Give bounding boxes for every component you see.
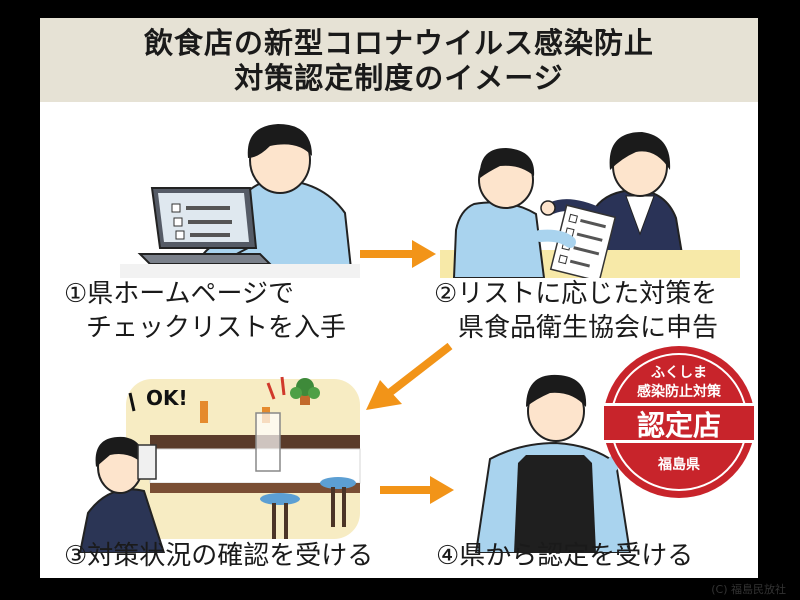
staff-apron	[514, 455, 596, 553]
man-2-shirt	[452, 201, 546, 278]
woman-hair	[609, 132, 671, 170]
copyright-credit: (C) 福島民放社	[711, 583, 786, 596]
seal-text-fukushima: ふくしま	[651, 365, 707, 381]
title-line-2: 対策認定制度のイメージ	[234, 61, 564, 95]
man-2-hair	[479, 148, 535, 178]
scene-4-staff-member	[474, 374, 640, 553]
step-2-caption-line-2: 県食品衛生協会に申告	[458, 313, 719, 343]
diagram-panel: 飲食店の新型コロナウイルス感染防止 対策認定制度のイメージ	[40, 18, 758, 578]
step-1-caption-line-1: ①県ホームページで	[64, 279, 295, 309]
certification-seal: ふくしま 感染防止対策 認定店 福島県	[602, 346, 756, 498]
scene-1-man-with-laptop	[120, 124, 360, 278]
laptop-keyboard	[137, 253, 273, 265]
arrow-step-2-to-3	[366, 342, 453, 410]
inspector-tablet	[137, 444, 157, 480]
seal-text-measures: 感染防止対策	[637, 383, 722, 400]
title-band: 飲食店の新型コロナウイルス感染防止 対策認定制度のイメージ	[40, 18, 758, 102]
scene-3-restaurant-inspection: OK!	[80, 376, 361, 553]
step-1-caption-line-2: チェックリストを入手	[86, 313, 347, 343]
arrow-step-3-to-4	[380, 476, 454, 504]
arrow-step-1-to-2	[360, 240, 436, 268]
step-3-caption: ③対策状況の確認を受ける	[64, 541, 374, 571]
desk	[120, 264, 360, 278]
scene-2-submitting-list	[440, 132, 740, 278]
staff-hair	[526, 374, 587, 407]
inspector-hair	[95, 436, 143, 467]
laptop-display	[158, 193, 249, 242]
partition-screen	[255, 412, 281, 472]
seal-text-prefecture: 福島県	[657, 456, 700, 473]
speech-ok: OK!	[146, 386, 188, 410]
man-1-hair	[247, 124, 312, 158]
step-2-caption-line-1: ②リストに応じた対策を	[434, 279, 718, 309]
title-line-1: 飲食店の新型コロナウイルス感染防止	[143, 26, 654, 60]
seal-text-certified-store: 認定店	[637, 409, 721, 442]
step-4-caption: ④県から認定を受ける	[436, 541, 694, 571]
